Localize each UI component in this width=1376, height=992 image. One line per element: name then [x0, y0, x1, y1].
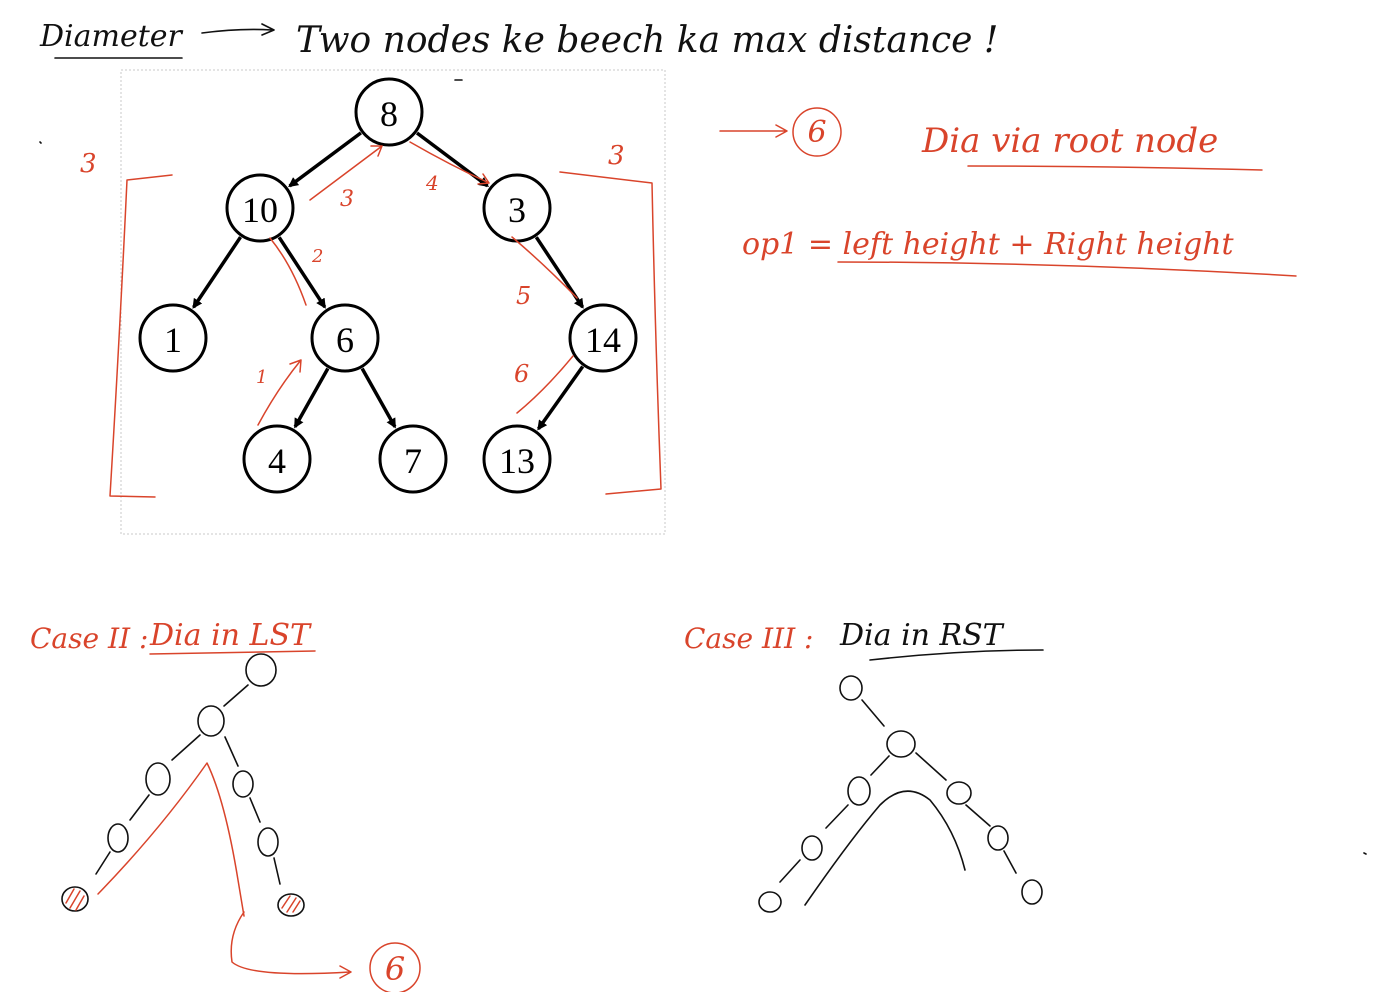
- case2-result-arrow: [230, 911, 352, 979]
- case3-underline: [869, 649, 1044, 661]
- path-step-label-6: 6: [514, 360, 529, 388]
- svg-text:6: 6: [336, 320, 354, 360]
- svg-text:3: 3: [508, 190, 526, 230]
- tree-node-13: 13: [482, 424, 552, 494]
- case2-tree-sketch: [61, 653, 305, 917]
- path-step-label-5: 5: [516, 282, 531, 310]
- svg-text:4: 4: [268, 441, 286, 481]
- svg-text:1: 1: [164, 320, 182, 360]
- formula-underline: [837, 261, 1297, 277]
- right-subtree-bracket: [559, 171, 662, 495]
- path-step-label-1: 1: [256, 367, 267, 388]
- left-subtree-bracket: [109, 174, 173, 498]
- case1-underline: [967, 165, 1263, 171]
- tree-edge-6-4: [293, 367, 330, 429]
- tree-edge-8-10: [288, 131, 362, 188]
- diameter-definition: Two nodes ke beech ka max distance !: [296, 20, 998, 61]
- case1-label: Dia via root node: [921, 121, 1218, 161]
- left-height-label: 3: [80, 149, 97, 179]
- right-height-label: 3: [608, 141, 625, 171]
- case2-result: 6: [385, 950, 405, 988]
- case2-hatch-marks: [65, 888, 301, 913]
- path-step-1: [257, 359, 302, 426]
- case3-tree-sketch: [758, 675, 1043, 913]
- case2-result-circle: [369, 942, 421, 992]
- case1-arrow: [719, 124, 788, 138]
- tree-edge-6-7: [360, 367, 397, 429]
- tree-node-4: 4: [242, 424, 312, 494]
- tree-node-10: 10: [225, 173, 295, 243]
- svg-text:8: 8: [380, 94, 398, 134]
- header-arrow: [201, 23, 275, 36]
- path-step-2: [269, 237, 307, 306]
- tree-edge-14-13: [537, 365, 585, 431]
- case2-diameter-path: [97, 762, 245, 917]
- path-step-label-2: 2: [311, 246, 323, 267]
- tree-node-7: 7: [378, 424, 448, 494]
- case1-result-circle: [792, 107, 842, 157]
- diameter-formula: op1 = left height + Right height: [742, 227, 1235, 262]
- path-step-label-4: 4: [425, 171, 439, 195]
- svg-text:10: 10: [242, 190, 278, 230]
- tree-node-1: 1: [138, 303, 208, 373]
- tree-edge-10-1: [192, 236, 242, 309]
- case2-label: Case II :: [30, 622, 148, 655]
- tree-node-6: 6: [310, 303, 380, 373]
- tree-node-8: 8: [354, 77, 424, 147]
- case2-underline: [149, 650, 316, 655]
- tree-edge-10-6: [277, 236, 327, 309]
- path-step-label-3: 3: [340, 187, 354, 212]
- case3-title: Dia in RST: [839, 618, 1005, 653]
- case3-label: Case III :: [684, 622, 813, 655]
- stray-dot: [39, 141, 42, 144]
- stray-dot-right: [1363, 852, 1367, 855]
- diameter-term: Diameter: [39, 19, 184, 54]
- tree-node-3: 3: [482, 173, 552, 243]
- path-step-6: [516, 355, 574, 414]
- path-step-4: [409, 141, 490, 185]
- svg-text:7: 7: [404, 441, 422, 481]
- svg-text:14: 14: [585, 320, 621, 360]
- case1-result: 6: [807, 115, 826, 150]
- path-step-5: [511, 236, 578, 299]
- case2-title: Dia in LST: [149, 618, 312, 653]
- tree-node-14: 14: [568, 303, 638, 373]
- svg-text:13: 13: [499, 441, 535, 481]
- path-step-3: [309, 145, 383, 201]
